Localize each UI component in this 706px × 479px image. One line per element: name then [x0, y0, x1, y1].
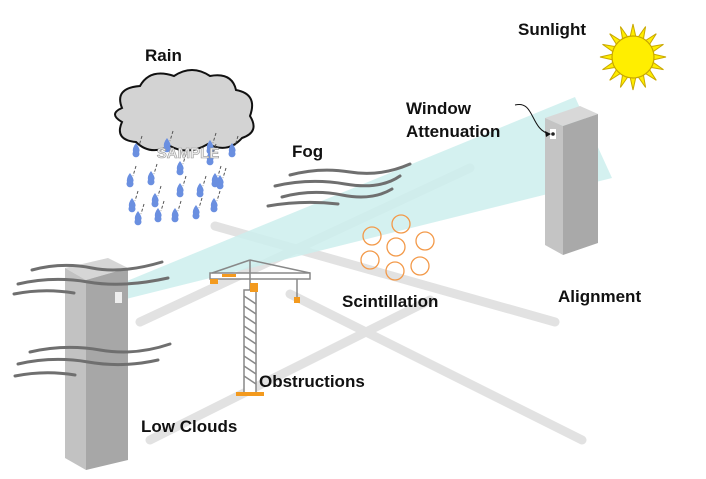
- laser-beam: [122, 97, 612, 300]
- fog-icon: [266, 162, 412, 208]
- rain-cloud-icon: SAMPLE: [114, 69, 255, 226]
- rain-streak: [234, 135, 239, 147]
- raindrop: [154, 208, 162, 223]
- raindrop: [192, 205, 200, 220]
- scintillation-circle: [362, 226, 382, 246]
- window-pointer-arrow: [514, 104, 551, 135]
- rain-streak: [140, 203, 145, 215]
- raindrop: [134, 211, 142, 226]
- raindrop: [216, 175, 224, 190]
- raindrop: [206, 151, 214, 166]
- raindrop: [176, 161, 184, 176]
- raindrop: [171, 208, 179, 223]
- scintillation-circle: [385, 261, 405, 281]
- label-fog: Fog: [292, 142, 324, 161]
- scintillation-circle: [410, 256, 430, 276]
- watermark: SAMPLE: [157, 145, 220, 162]
- rain-streak: [134, 190, 139, 202]
- label-rain: Rain: [145, 46, 182, 65]
- scintillation-circle: [386, 237, 406, 257]
- scintillation-icon: [360, 214, 435, 281]
- raindrop: [228, 143, 236, 158]
- scintillation-circle: [415, 231, 435, 251]
- label-window: Window: [406, 99, 471, 118]
- raindrop: [132, 143, 140, 158]
- rain-streak: [216, 190, 221, 202]
- label-obstructions: Obstructions: [259, 372, 365, 391]
- raindrop: [151, 193, 159, 208]
- rain-streak: [153, 163, 158, 175]
- rain-streak: [169, 130, 174, 142]
- rain-streak: [182, 175, 187, 187]
- rain-streak: [198, 197, 203, 209]
- scintillation-circle: [391, 214, 411, 234]
- scintillation-circle: [360, 250, 380, 270]
- rain-streak: [157, 185, 162, 197]
- raindrop: [128, 198, 136, 213]
- label-sunlight: Sunlight: [518, 20, 586, 39]
- label-alignment: Alignment: [558, 287, 642, 306]
- rain-streak: [138, 135, 143, 147]
- raindrop: [147, 171, 155, 186]
- rain-streak: [202, 175, 207, 187]
- label-attenuation: Attenuation: [406, 122, 501, 141]
- label-scintillation: Scintillation: [342, 292, 439, 311]
- right-tower: [545, 106, 598, 255]
- sun-icon: [599, 23, 667, 91]
- rain-streak: [222, 167, 227, 179]
- rain-streak: [177, 200, 182, 212]
- label-low-clouds: Low Clouds: [141, 417, 238, 436]
- raindrop: [206, 140, 214, 155]
- raindrop: [196, 183, 204, 198]
- rain-streak: [212, 132, 217, 144]
- raindrop: [210, 198, 218, 213]
- raindrop: [163, 138, 171, 153]
- rain-streak: [217, 165, 222, 177]
- rain-streak: [160, 200, 165, 212]
- low-clouds-icon: [12, 260, 172, 378]
- raindrop: [176, 183, 184, 198]
- raindrop: [211, 173, 219, 188]
- rain-streak: [132, 165, 137, 177]
- rain-streak: [182, 153, 187, 165]
- rain-streak: [212, 143, 217, 155]
- crane-icon: [209, 259, 311, 396]
- raindrop: [126, 173, 134, 188]
